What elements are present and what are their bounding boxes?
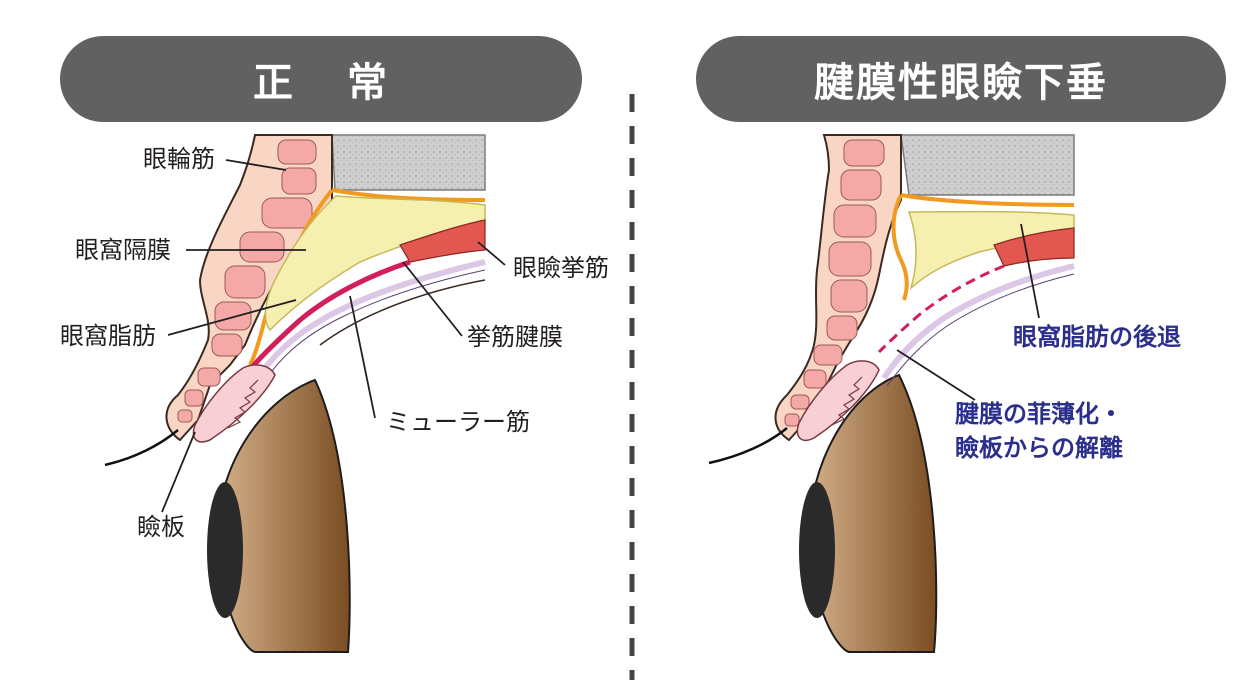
meibomian-gland (227, 379, 259, 429)
eyeball (807, 373, 938, 653)
ptosis-eyelid-diagram (708, 134, 1075, 653)
normal-title: 正常 (60, 36, 582, 122)
label-muller: ミューラー筋 (386, 408, 530, 436)
label-orbicularis: 眼輪筋 (143, 145, 215, 173)
label-levator: 眼瞼挙筋 (513, 254, 609, 282)
ptosis-title: 腱膜性眼瞼下垂 (696, 36, 1226, 122)
label-fat: 眼窩脂肪 (60, 322, 156, 350)
eyeball (216, 378, 351, 653)
normal-eyelid-diagram (104, 134, 506, 653)
thinned-aponeurosis (877, 264, 1005, 354)
orbital-septum (891, 193, 1075, 301)
label-thinning-line1: 腱膜の菲薄化・ (955, 400, 1123, 428)
pupil (207, 482, 243, 618)
label-aponeurosis: 挙筋腱膜 (467, 323, 563, 351)
orbicularis-muscle (784, 139, 885, 427)
levator-aponeurosis (243, 259, 411, 377)
orbital-fat (264, 195, 486, 332)
pupil (799, 482, 835, 618)
muller-muscle (881, 263, 1075, 380)
orbicularis-muscle (177, 139, 317, 423)
leader-lines (896, 223, 1040, 401)
eyelashes (708, 427, 788, 465)
levator-muscle (399, 219, 486, 263)
meibomian-gland (831, 376, 863, 426)
label-septum: 眼窩隔膜 (75, 236, 171, 264)
panel-divider (629, 94, 635, 680)
muller-muscle (255, 259, 486, 380)
leader-lines (161, 159, 506, 513)
label-thinning-line2: 瞼板からの解離 (955, 434, 1123, 462)
label-fat-retreat: 眼窩脂肪の後退 (1013, 323, 1181, 351)
normal-title-char-2: 常 (347, 60, 389, 106)
ptosis-panel: 腱膜性眼瞼下垂 (629, 0, 1258, 700)
normal-panel: 正常 (60, 36, 609, 653)
normal-title-char-1: 正 (253, 60, 295, 106)
levator-muscle (993, 227, 1075, 267)
bone-shape (900, 134, 1075, 196)
eyelashes (104, 429, 179, 467)
label-tarsus: 瞼板 (137, 513, 185, 541)
bone-shape (331, 134, 486, 191)
